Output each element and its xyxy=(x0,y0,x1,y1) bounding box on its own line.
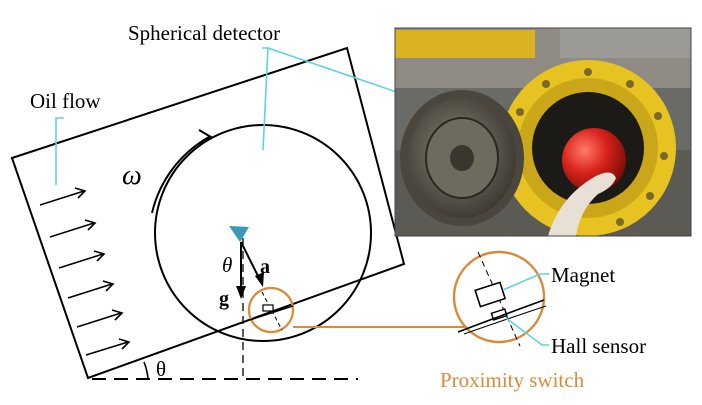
label-hall-sensor: Hall sensor xyxy=(551,334,646,358)
flow-arrow xyxy=(76,309,124,328)
wall-line-small xyxy=(249,305,294,321)
wall-line-large-2 xyxy=(463,305,547,335)
spherical-detector-circle xyxy=(154,124,372,342)
label-theta-base: θ xyxy=(156,357,166,381)
label-magnet: Magnet xyxy=(551,263,615,287)
flow-arrow xyxy=(39,187,87,206)
rotation-arrowhead xyxy=(198,129,213,146)
label-spherical-detector: Spherical detector xyxy=(128,21,280,45)
photo-inset-frame xyxy=(394,27,692,237)
pivot-marker xyxy=(229,226,249,242)
proximity-switch-marker xyxy=(247,286,295,334)
flow-arrow xyxy=(49,219,97,238)
label-proximity-switch: Proximity switch xyxy=(440,368,585,392)
proximity-switch-enlarged xyxy=(452,250,546,344)
wall-line-large xyxy=(457,299,545,333)
rotation-arrow xyxy=(151,136,210,214)
base-angle-arc xyxy=(143,361,149,380)
label-gravity: g xyxy=(219,288,229,310)
leader-hall-sensor xyxy=(505,317,549,346)
oil-flow-arrows xyxy=(39,187,131,356)
flow-arrow xyxy=(67,280,115,299)
label-theta-inner: θ xyxy=(222,253,232,277)
gravity-arrowhead xyxy=(236,286,246,299)
photo-inset xyxy=(395,28,691,236)
accel-arrowhead xyxy=(255,272,264,287)
flow-arrow xyxy=(85,338,131,356)
pipe-section xyxy=(10,46,406,380)
leader-spherical-detector xyxy=(262,47,269,151)
leader-oil-flow xyxy=(55,117,64,185)
switch-sensor-small xyxy=(262,304,274,312)
label-oil-flow: Oil flow xyxy=(30,89,101,113)
label-omega: ω xyxy=(122,160,142,191)
magnet-block xyxy=(474,281,507,308)
leader-magnet xyxy=(502,273,549,291)
flow-arrow xyxy=(58,250,106,269)
label-accel: a xyxy=(260,256,270,278)
